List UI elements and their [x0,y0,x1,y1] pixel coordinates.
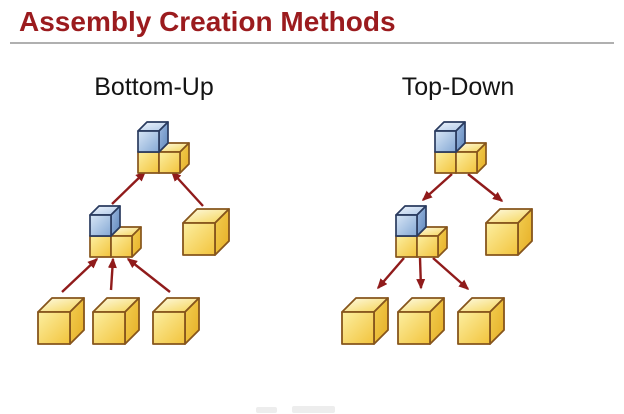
arrow-up-icon [170,170,204,207]
arrow-down-icon [432,257,470,290]
watermark-smudge [292,406,335,413]
part-cube-icon [152,297,200,345]
assembly-icon [90,206,141,257]
arrow-up-icon [126,258,171,293]
arrow-down-icon [377,257,405,290]
part-cube-icon [397,297,445,345]
assembly-icon [138,122,189,173]
arrow-down-icon [416,257,426,290]
top-down-diagram [341,118,533,345]
arrow-down-icon [467,173,504,202]
assembly-icon [396,206,447,257]
part-cube-icon [37,297,85,345]
bottom-up-label: Bottom-Up [94,73,214,101]
part-cube-icon [485,208,533,256]
arrow-up-icon [61,257,99,293]
assembly-icon [435,122,486,173]
watermark-smudge [256,407,277,413]
page-title: Assembly Creation Methods [19,6,396,37]
top-down-label: Top-Down [401,73,515,101]
part-cube-icon [182,208,230,256]
arrow-up-icon [111,170,147,205]
title-divider [10,42,614,44]
arrow-down-icon [421,173,453,202]
part-cube-icon [457,297,505,345]
part-cube-icon [92,297,140,345]
part-cube-icon [341,297,389,345]
bottom-up-diagram [37,118,230,345]
arrow-up-icon [107,257,117,291]
